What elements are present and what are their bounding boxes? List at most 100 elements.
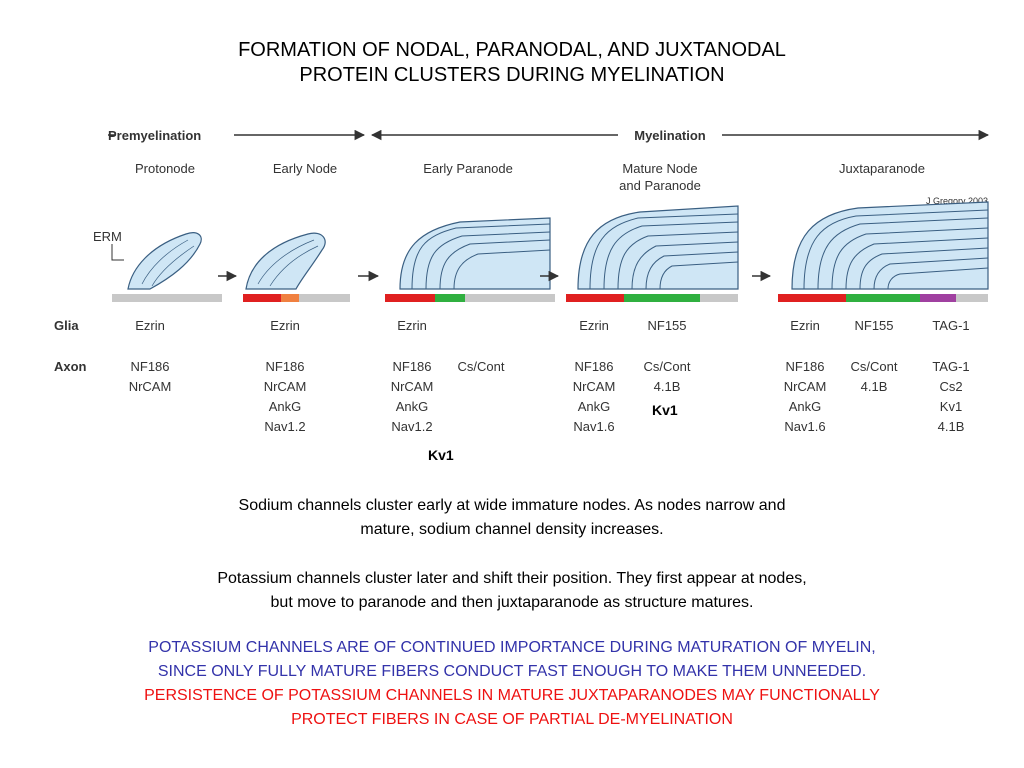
- juxta-purple-zone: [920, 294, 956, 302]
- glia-mature-ezrin: Ezrin: [579, 318, 609, 333]
- protonode-glial-streak-2: [151, 245, 195, 287]
- early-paranode-loops: [411, 223, 551, 290]
- ep-loop-3: [439, 239, 551, 290]
- stage-juxtaparanode-drawing: [778, 201, 989, 302]
- axon-juxta-a-3: AnkG: [789, 399, 822, 414]
- row-label-axon: Axon: [54, 359, 87, 374]
- j-loop-4: [845, 237, 989, 290]
- axon-early-node-2: NrCAM: [264, 379, 307, 394]
- axon-early-node-4: Nav1.2: [264, 419, 305, 434]
- stage-early-paranode-drawing: [385, 217, 560, 302]
- axon-protonode-2: NrCAM: [129, 379, 172, 394]
- axon-early-node-3: AnkG: [269, 399, 302, 414]
- juxta-myelin-sheath: [791, 201, 989, 290]
- axon-markers: NF186 NrCAM NF186 NrCAM AnkG Nav1.2 NF18…: [129, 359, 970, 434]
- axon-early-paranode-a-1: NF186: [392, 359, 431, 374]
- stage-early-node: Early Node: [273, 161, 337, 176]
- m-loop-4: [631, 241, 739, 290]
- stage-early-paranode: Early Paranode: [423, 161, 513, 176]
- phase-myelination: Myelination: [634, 128, 706, 143]
- paragraph-persistence-line-2: PROTECT FIBERS IN CASE OF PARTIAL DE-MYE…: [291, 711, 733, 728]
- paragraph-importance: POTASSIUM CHANNELS ARE OF CONTINUED IMPO…: [0, 636, 1024, 684]
- glia-markers: Ezrin Ezrin Ezrin Ezrin NF155 Ezrin NF15…: [135, 318, 969, 333]
- m-loop-6: [659, 261, 739, 290]
- paragraph-sodium: Sodium channels cluster early at wide im…: [0, 494, 1024, 542]
- stage-protonode-drawing: [112, 232, 238, 302]
- paragraph-importance-line-2: SINCE ONLY FULLY MATURE FIBERS CONDUCT F…: [157, 663, 867, 680]
- ep-loop-2: [425, 231, 551, 290]
- kv1-early-paranode-label: Kv1: [428, 447, 454, 463]
- glia-early-paranode: Ezrin: [397, 318, 427, 333]
- protonode-glial-process: [127, 232, 202, 290]
- axon-juxta-c-3: Kv1: [940, 399, 962, 414]
- j-loop-5: [859, 247, 989, 290]
- myelination-diagram: Premyelination Myelination Protonode Ear…: [54, 128, 990, 434]
- glia-mature-nf155: NF155: [647, 318, 686, 333]
- paragraph-potassium-line-2: but move to paranode and then juxtaparan…: [270, 594, 754, 611]
- glia-juxta-nf155: NF155: [854, 318, 893, 333]
- glia-juxta-ezrin: Ezrin: [790, 318, 820, 333]
- page-title: FORMATION OF NODAL, PARANODAL, AND JUXTA…: [0, 38, 1024, 88]
- stage-mature-drawing: [566, 205, 772, 302]
- stage-titles: Protonode Early Node Early Paranode Matu…: [135, 161, 988, 206]
- protonode-axon-bar: [112, 294, 222, 302]
- juxta-loops: [803, 209, 989, 290]
- glia-protonode: Ezrin: [135, 318, 165, 333]
- early-paranode-myelin-sheath: [399, 217, 551, 290]
- early-node-glial-streak-1: [257, 239, 315, 285]
- ep-loop-4: [453, 249, 551, 290]
- erm-label: ERM: [93, 229, 122, 244]
- early-node-red-zone: [243, 294, 281, 302]
- axon-mature-a-4: Nav1.6: [573, 419, 614, 434]
- glia-early-node: Ezrin: [270, 318, 300, 333]
- axon-mature-a-3: AnkG: [578, 399, 611, 414]
- kv1-mature-label: Kv1: [652, 402, 678, 418]
- axon-juxta-c-2: Cs2: [939, 379, 962, 394]
- stage-mature-line-2: and Paranode: [619, 178, 701, 193]
- j-loop-1: [803, 209, 989, 290]
- early-paranode-red-zone: [385, 294, 435, 302]
- mature-red-zone: [566, 294, 624, 302]
- stage-mature-line-1: Mature Node: [622, 161, 697, 176]
- m-loop-5: [645, 251, 739, 290]
- axon-mature-b-2: 4.1B: [654, 379, 681, 394]
- early-node-glial-process: [245, 232, 326, 290]
- early-paranode-green-zone: [435, 294, 465, 302]
- early-paranode-axon-bar: [385, 294, 555, 302]
- glia-juxta-tag1: TAG-1: [932, 318, 969, 333]
- j-loop-6: [873, 257, 989, 290]
- axon-juxta-b-2: 4.1B: [861, 379, 888, 394]
- axon-early-paranode-a-2: NrCAM: [391, 379, 434, 394]
- m-loop-2: [603, 221, 739, 290]
- m-loop-1: [589, 213, 739, 290]
- axon-juxta-b-1: Cs/Cont: [851, 359, 898, 374]
- axon-juxta-a-1: NF186: [785, 359, 824, 374]
- j-loop-2: [817, 217, 989, 290]
- early-node-glial-streak-2: [269, 245, 319, 287]
- title-line-2: PROTEIN CLUSTERS DURING MYELINATION: [299, 64, 725, 86]
- row-label-glia: Glia: [54, 318, 79, 333]
- j-loop-3: [831, 227, 989, 290]
- phase-arrows: Premyelination Myelination: [108, 128, 990, 143]
- m-loop-3: [617, 231, 739, 290]
- mature-loops: [589, 213, 739, 290]
- paragraph-persistence-line-1: PERSISTENCE OF POTASSIUM CHANNELS IN MAT…: [144, 687, 880, 704]
- paragraph-potassium: Potassium channels cluster later and shi…: [0, 567, 1024, 615]
- axon-juxta-c-1: TAG-1: [932, 359, 969, 374]
- credit-text: J Gregory 2003: [926, 196, 988, 206]
- stage-early-node-drawing: [243, 232, 380, 302]
- juxta-green-zone: [846, 294, 920, 302]
- axon-juxta-a-2: NrCAM: [784, 379, 827, 394]
- axon-protonode-1: NF186: [130, 359, 169, 374]
- mature-green-zone: [624, 294, 700, 302]
- axon-juxta-a-4: Nav1.6: [784, 419, 825, 434]
- paragraph-importance-line-1: POTASSIUM CHANNELS ARE OF CONTINUED IMPO…: [148, 639, 876, 656]
- axon-early-paranode-a-4: Nav1.2: [391, 419, 432, 434]
- axon-early-paranode-b-1: Cs/Cont: [458, 359, 505, 374]
- axon-early-node-1: NF186: [265, 359, 304, 374]
- axon-mature-b-1: Cs/Cont: [644, 359, 691, 374]
- j-loop-7: [887, 267, 989, 290]
- erm-pointer: [111, 244, 124, 261]
- stage-protonode: Protonode: [135, 161, 195, 176]
- juxta-red-zone: [778, 294, 846, 302]
